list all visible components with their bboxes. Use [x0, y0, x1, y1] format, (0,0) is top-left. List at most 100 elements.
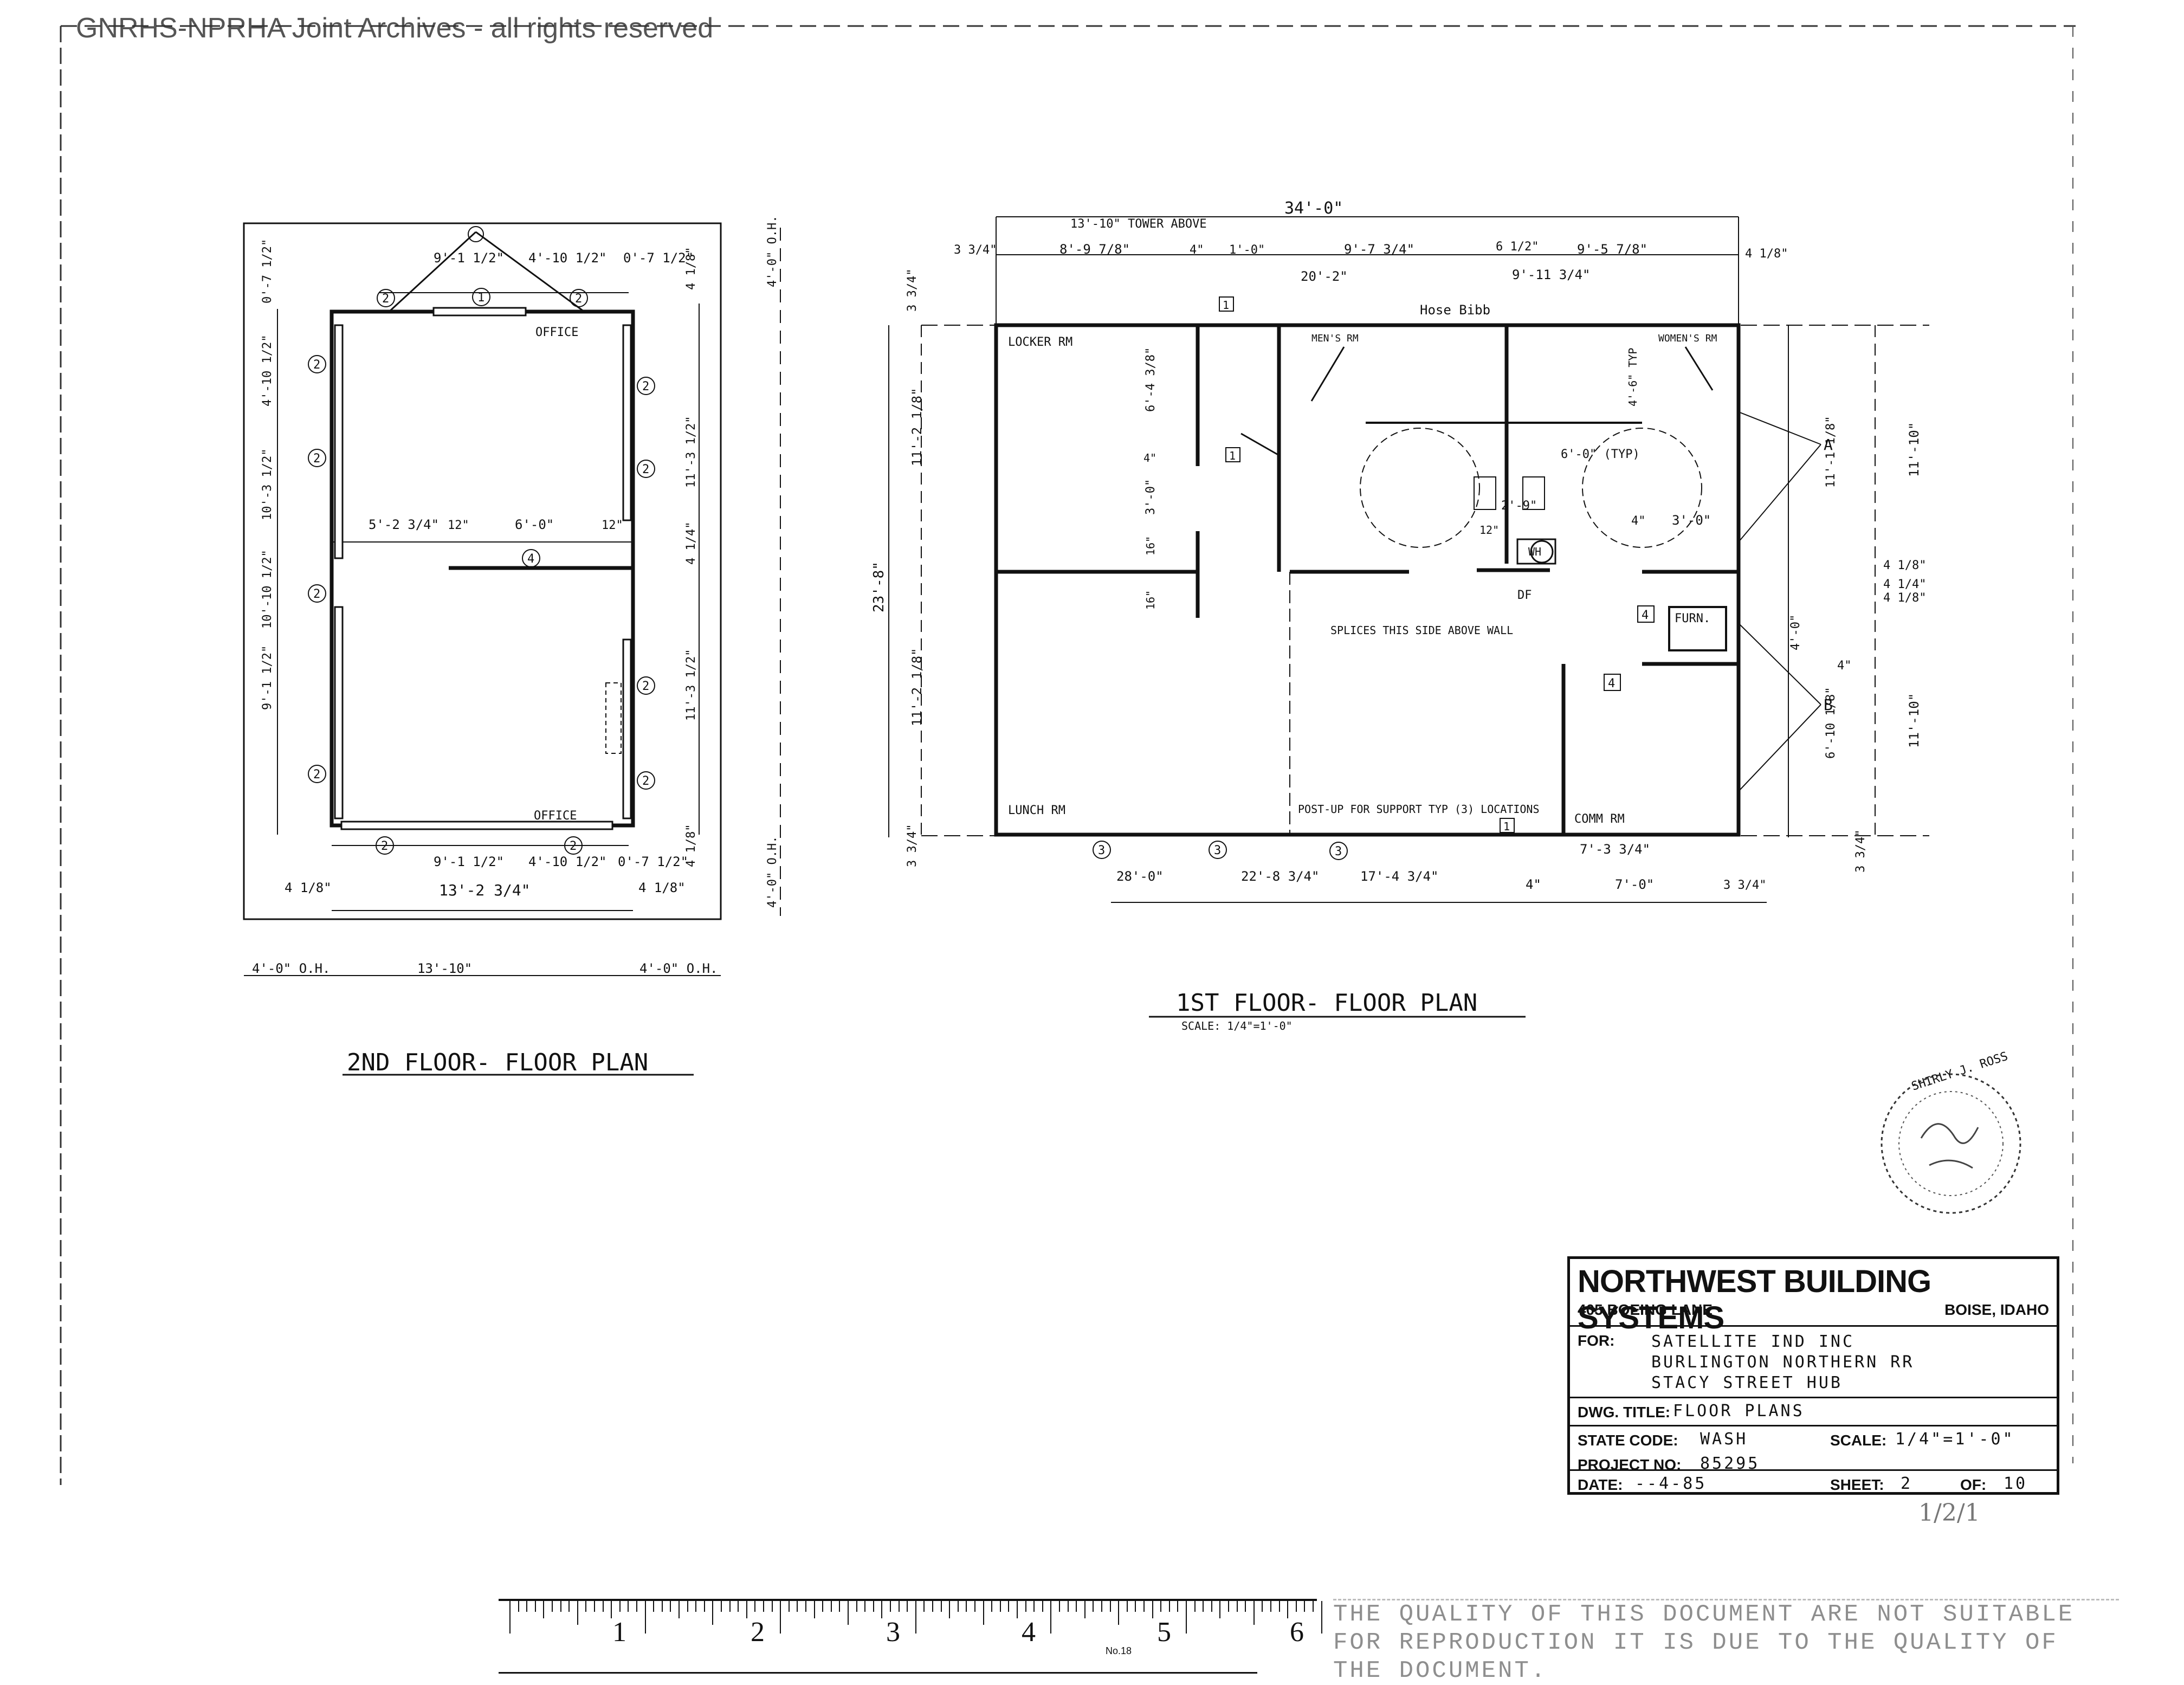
title-block: NORTHWEST BUILDING SYSTEMS 405 BOEING LA…	[1567, 1256, 2059, 1495]
ruler-tick	[1059, 1601, 1060, 1612]
ruler-tick	[1109, 1601, 1111, 1612]
company-address: 405 BOEING LANE	[1578, 1301, 1713, 1318]
ruler-tick	[1101, 1601, 1102, 1612]
ruler-tick	[805, 1601, 806, 1612]
office-bottom-label: OFFICE	[534, 809, 577, 823]
svg-text:2: 2	[313, 768, 320, 782]
right-dim-6: 11'-1 1/8"	[1824, 416, 1838, 488]
ruler-tick	[873, 1601, 874, 1612]
right-dim-2: 4 1/4"	[1883, 578, 1926, 591]
water-heater-label: WH	[1528, 545, 1541, 558]
top-dim-1: 8'-9 7/8"	[1059, 242, 1130, 257]
dim-inner-2: 6'-0"	[515, 517, 554, 532]
ruler-model: No.18	[1106, 1645, 1132, 1656]
ruler-tick	[1033, 1601, 1035, 1612]
reproduction-quality-note: THE QUALITY OF THIS DOCUMENT ARE NOT SUI…	[1333, 1599, 2119, 1684]
for-label: FOR:	[1578, 1332, 1615, 1349]
left-dim-1: 11'-2 1/8"	[909, 388, 925, 467]
ruler-tick	[780, 1601, 781, 1634]
ruler-tick	[771, 1601, 773, 1612]
right-dim-1: 11'-10"	[1907, 422, 1922, 477]
overall-width: 34'-0"	[1284, 199, 1343, 218]
room-womens: WOMEN'S RM	[1658, 333, 1717, 344]
ruler-tick	[813, 1601, 815, 1618]
inner-dim-4: 16"	[1144, 590, 1157, 610]
inner-dim-9: 4'-0"	[1789, 615, 1802, 650]
svg-text:2: 2	[642, 380, 649, 393]
handwritten-note: 1/2/1	[1918, 1499, 1980, 1527]
ruler-tick	[729, 1601, 731, 1612]
svg-text:2: 2	[382, 292, 389, 306]
engineer-seal: SHIRLY J. ROSS	[1881, 1050, 2021, 1214]
ruler-number-4: 4	[1022, 1617, 1036, 1648]
first-floor-plan: 1 1 1 4 4 3 3 3	[888, 216, 1929, 903]
inner-dim-8: 3'-0"	[1672, 513, 1711, 528]
ruler-number-6: 6	[1290, 1617, 1304, 1648]
ruler-tick	[1042, 1601, 1043, 1612]
dim-left-0: 0'-7 1/2"	[261, 239, 274, 304]
ruler-tick	[746, 1601, 747, 1618]
svg-text:1: 1	[1229, 449, 1236, 462]
ruler-tick	[738, 1601, 739, 1612]
ruler-tick	[1245, 1601, 1246, 1612]
ruler-number-1: 1	[612, 1617, 626, 1648]
ruler-tick	[721, 1601, 722, 1612]
ruler-tick	[763, 1601, 764, 1612]
scale-value: 1/4"=1'-0"	[1895, 1430, 2015, 1449]
svg-text:2: 2	[642, 463, 649, 476]
right-dim-4: 4"	[1837, 659, 1852, 673]
ruler-tick	[915, 1601, 916, 1634]
company-city: BOISE, IDAHO	[1944, 1301, 2049, 1318]
second-floor-title: 2ND FLOOR- FLOOR PLAN	[347, 1049, 648, 1076]
ruler-tick	[1186, 1601, 1187, 1634]
right-dim-5: 11'-10"	[1907, 693, 1922, 748]
tower-above: 13'-10" TOWER ABOVE	[1070, 217, 1207, 231]
date-row: DATE: --4-85 SHEET: 2 OF: 10	[1570, 1469, 2057, 1495]
ruler-tick	[999, 1601, 1001, 1612]
dim-inner-1: 12"	[448, 519, 469, 532]
top-dim-0: 3 3/4"	[954, 243, 997, 257]
bottom-dim-4: 4"	[1526, 877, 1541, 892]
ruler-tick	[1084, 1601, 1085, 1618]
dim-base-1: 13'-10"	[417, 961, 472, 976]
ruler-tick	[560, 1601, 561, 1612]
ruler-tick	[898, 1601, 900, 1612]
ruler-tick	[670, 1601, 671, 1612]
dim-bottom-1: 4'-10 1/2"	[528, 854, 607, 869]
ruler-tick	[1135, 1601, 1136, 1612]
drinking-fountain-label: DF	[1517, 589, 1532, 602]
inner-dim-5: 2'-9"	[1501, 499, 1537, 513]
ruler-tick	[644, 1601, 646, 1634]
bottom-dim-1: 22'-8 3/4"	[1241, 869, 1320, 884]
ruler-tick	[991, 1601, 993, 1612]
ruler-tick	[839, 1601, 841, 1612]
top-dim-9: 9'-11 3/4"	[1512, 267, 1591, 282]
of-label: OF:	[1960, 1476, 1987, 1493]
overhang-top: 4'-0" O.H.	[766, 216, 779, 287]
svg-text:2: 2	[381, 840, 388, 853]
bottom-dim-5: 7'-0"	[1615, 877, 1654, 892]
ruler-tick	[611, 1601, 612, 1618]
dim-bottom-2: 0'-7 1/2"	[618, 854, 688, 869]
ruler-tick	[856, 1601, 857, 1612]
left-dim-3: 11'-2 1/8"	[909, 648, 925, 727]
ruler-tick	[1160, 1601, 1162, 1612]
ruler-tick	[966, 1601, 967, 1612]
inner-dim-3: 16"	[1144, 536, 1157, 556]
svg-text:3: 3	[1214, 844, 1221, 857]
ruler-tick	[1093, 1601, 1094, 1612]
top-dim-3: 1'-0"	[1229, 243, 1265, 257]
for-line-1: SATELLITE IND INC	[1651, 1332, 1855, 1351]
dim-base-2: 4'-0" O.H.	[639, 961, 718, 976]
right-dim-0: 4 1/8"	[1883, 559, 1926, 572]
dim-top-1: 4'-10 1/2"	[528, 250, 607, 266]
room-lunch: LUNCH RM	[1008, 804, 1065, 817]
svg-text:2: 2	[642, 774, 649, 788]
right-dim-3: 4 1/8"	[1883, 591, 1926, 605]
hose-bibb-label: Hose Bibb	[1420, 302, 1490, 318]
ruler-tick	[788, 1601, 790, 1612]
dim-left-2: 10'-3 1/2"	[261, 449, 274, 520]
state-code-value: WASH	[1700, 1430, 1748, 1449]
